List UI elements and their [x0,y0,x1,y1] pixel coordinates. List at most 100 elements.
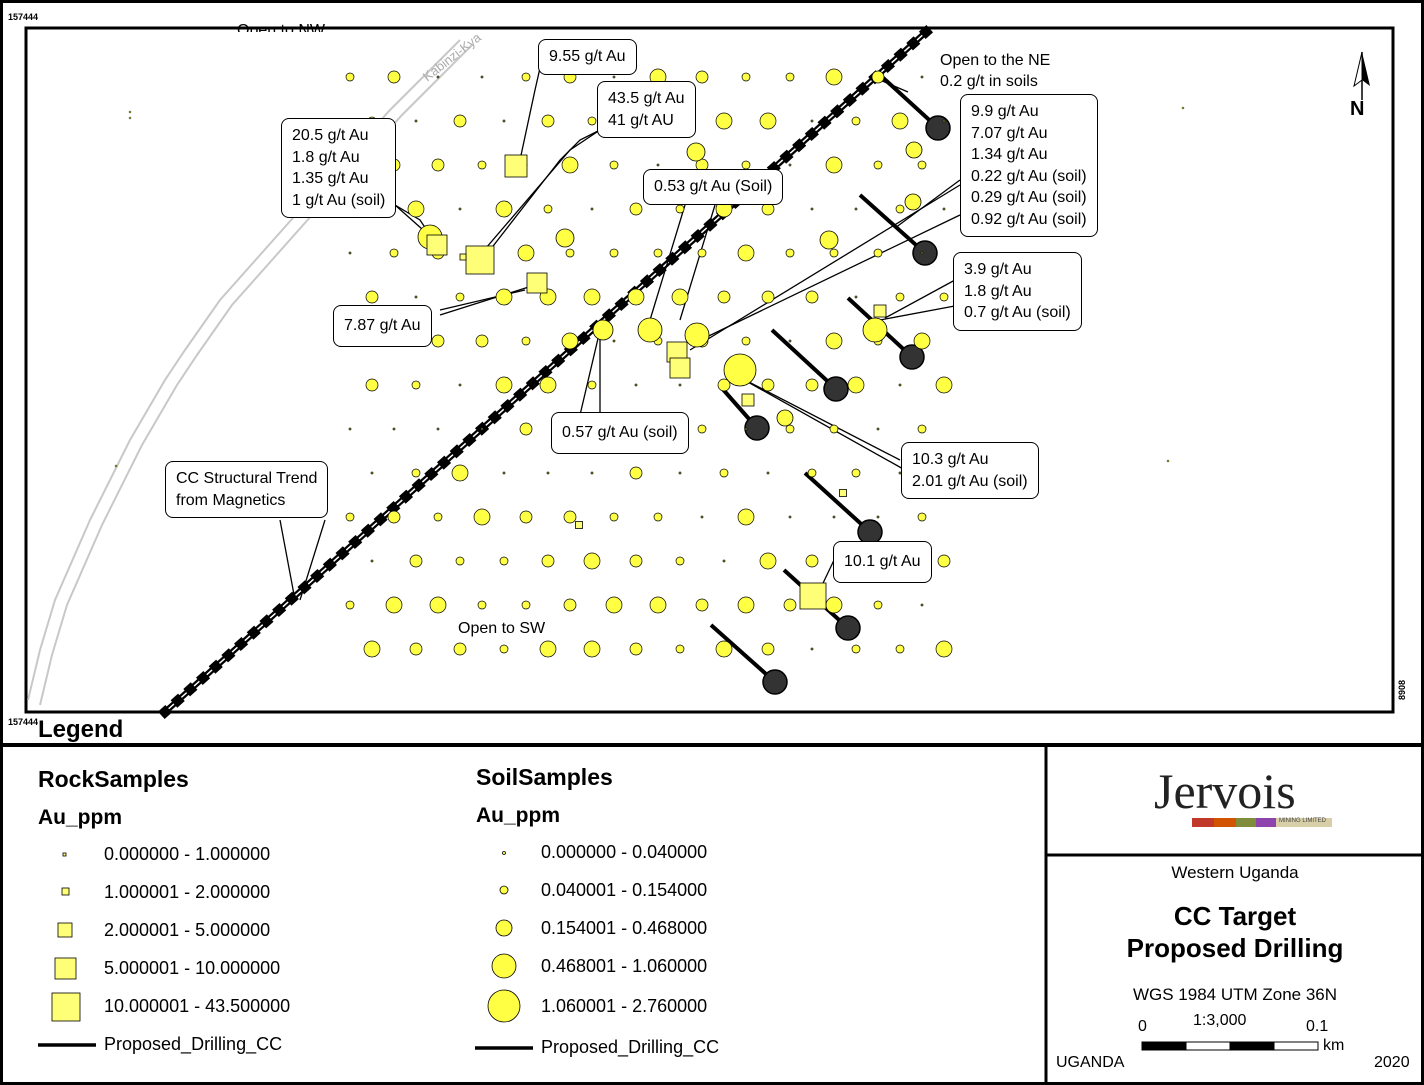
soil-sample [128,116,132,120]
soil-sample [453,642,467,656]
soil-sample [546,471,550,475]
drill-collar [912,240,938,266]
soil-sample [436,427,440,431]
trend-dash [360,523,375,538]
legend-soil-class-4: 0.468001 - 1.060000 [541,956,708,976]
soil-sample [431,158,445,172]
trend-dash [195,670,211,686]
soil-sample [759,112,777,130]
rock-sample [741,393,755,407]
soil-sample [895,292,905,302]
soil-sample [414,295,418,299]
legend-soil-drill-label: Proposed_Drilling_CC [541,1037,720,1057]
rock-sample [526,272,548,294]
soil-sample-high [555,228,575,248]
soil-sample [387,510,401,524]
legend-soil-symbols [487,851,521,1023]
soil-sample [480,427,484,431]
callout-10-1: 10.1 g/t Au [833,541,932,583]
soil-sample-high [776,409,794,427]
callout-leaders [279,67,961,601]
soil-sample [407,200,425,218]
trend-dash [284,591,299,606]
soil-sample [656,163,660,167]
scale-ratio: 1:3,000 [1193,1012,1247,1029]
trend-dash [880,58,896,74]
soil-sample [502,471,506,475]
soil-sample [717,378,731,392]
trend-dash [335,546,350,561]
soil-sample [429,596,447,614]
legend-rock-class-2: 1.000001 - 2.000000 [104,882,271,902]
soil-sample [766,471,770,475]
callout-0-57: 0.57 g/t Au (soil) [551,412,689,454]
soil-sample [473,508,491,526]
soil-sample [363,640,381,658]
north-label: N [1350,98,1365,120]
soil-sample [715,112,733,130]
trend-dash [272,602,287,618]
soil-sample [854,207,858,211]
trend-dash [157,704,173,720]
trend-dash [246,625,261,640]
drill-collar [925,115,951,141]
soil-sample [942,207,946,211]
year-label: 2020 [1374,1054,1410,1071]
soil-sample [609,160,619,170]
callout-0-53: 0.53 g/t Au (Soil) [643,169,784,205]
soil-sample [935,376,953,394]
soil-sample [458,383,462,387]
scale-bar [1141,1041,1319,1051]
soil-sample [737,244,755,262]
trend-dash [779,149,794,164]
soil-sample [370,559,374,563]
soil-sample [409,642,423,656]
soil-sample [114,464,118,468]
legend-rock-class-5: 10.000001 - 43.500000 [104,996,291,1016]
legend-soil-class-2: 0.040001 - 0.154000 [541,880,708,900]
soil-sample [737,508,755,526]
drill-trace [803,471,872,534]
trend-dash [322,557,337,572]
soil-sample-high [684,322,710,348]
trend-dash [817,115,832,130]
soil-sample [898,383,902,387]
coord-bottom-left: 157444 [8,717,39,727]
soil-sample [499,556,509,566]
soil-sample [785,72,795,82]
soil-sample [671,288,689,306]
label-open-nw: Open to NW [237,22,326,32]
soil-sample [436,75,440,79]
trend-dash [234,636,249,652]
soil-sample-high [862,317,888,343]
soil-sample [942,119,946,123]
legend-soil-class-3: 0.154001 - 0.468000 [541,918,708,938]
soil-sample [477,160,487,170]
trend-dash [348,534,363,550]
soil-sample [783,598,797,612]
drill-collar [823,376,849,402]
rock-sample [873,304,887,318]
soil-sample [389,248,399,258]
soil-sample [629,554,643,568]
soil-sample [587,380,597,390]
soil-sample [1166,459,1170,463]
scale-unit: km [1323,1037,1345,1054]
soil-sample [634,383,638,387]
proposed-drilling-traces [709,73,951,695]
country-label: UGANDA [1056,1054,1125,1071]
legend-soil-field: Au_ppm [476,804,560,827]
rock-samples [426,154,887,610]
soil-sample [825,596,843,614]
soil-sample [810,207,814,211]
trend-dash [601,308,616,323]
soil-sample [561,156,579,174]
trend-dash [208,659,223,674]
soil-sample [913,332,931,350]
soil-sample [876,515,880,519]
trend-dash [424,466,439,482]
soil-sample-high [592,319,614,341]
callout-7-87: 7.87 g/t Au [333,305,432,347]
soil-sample-high [904,193,922,211]
